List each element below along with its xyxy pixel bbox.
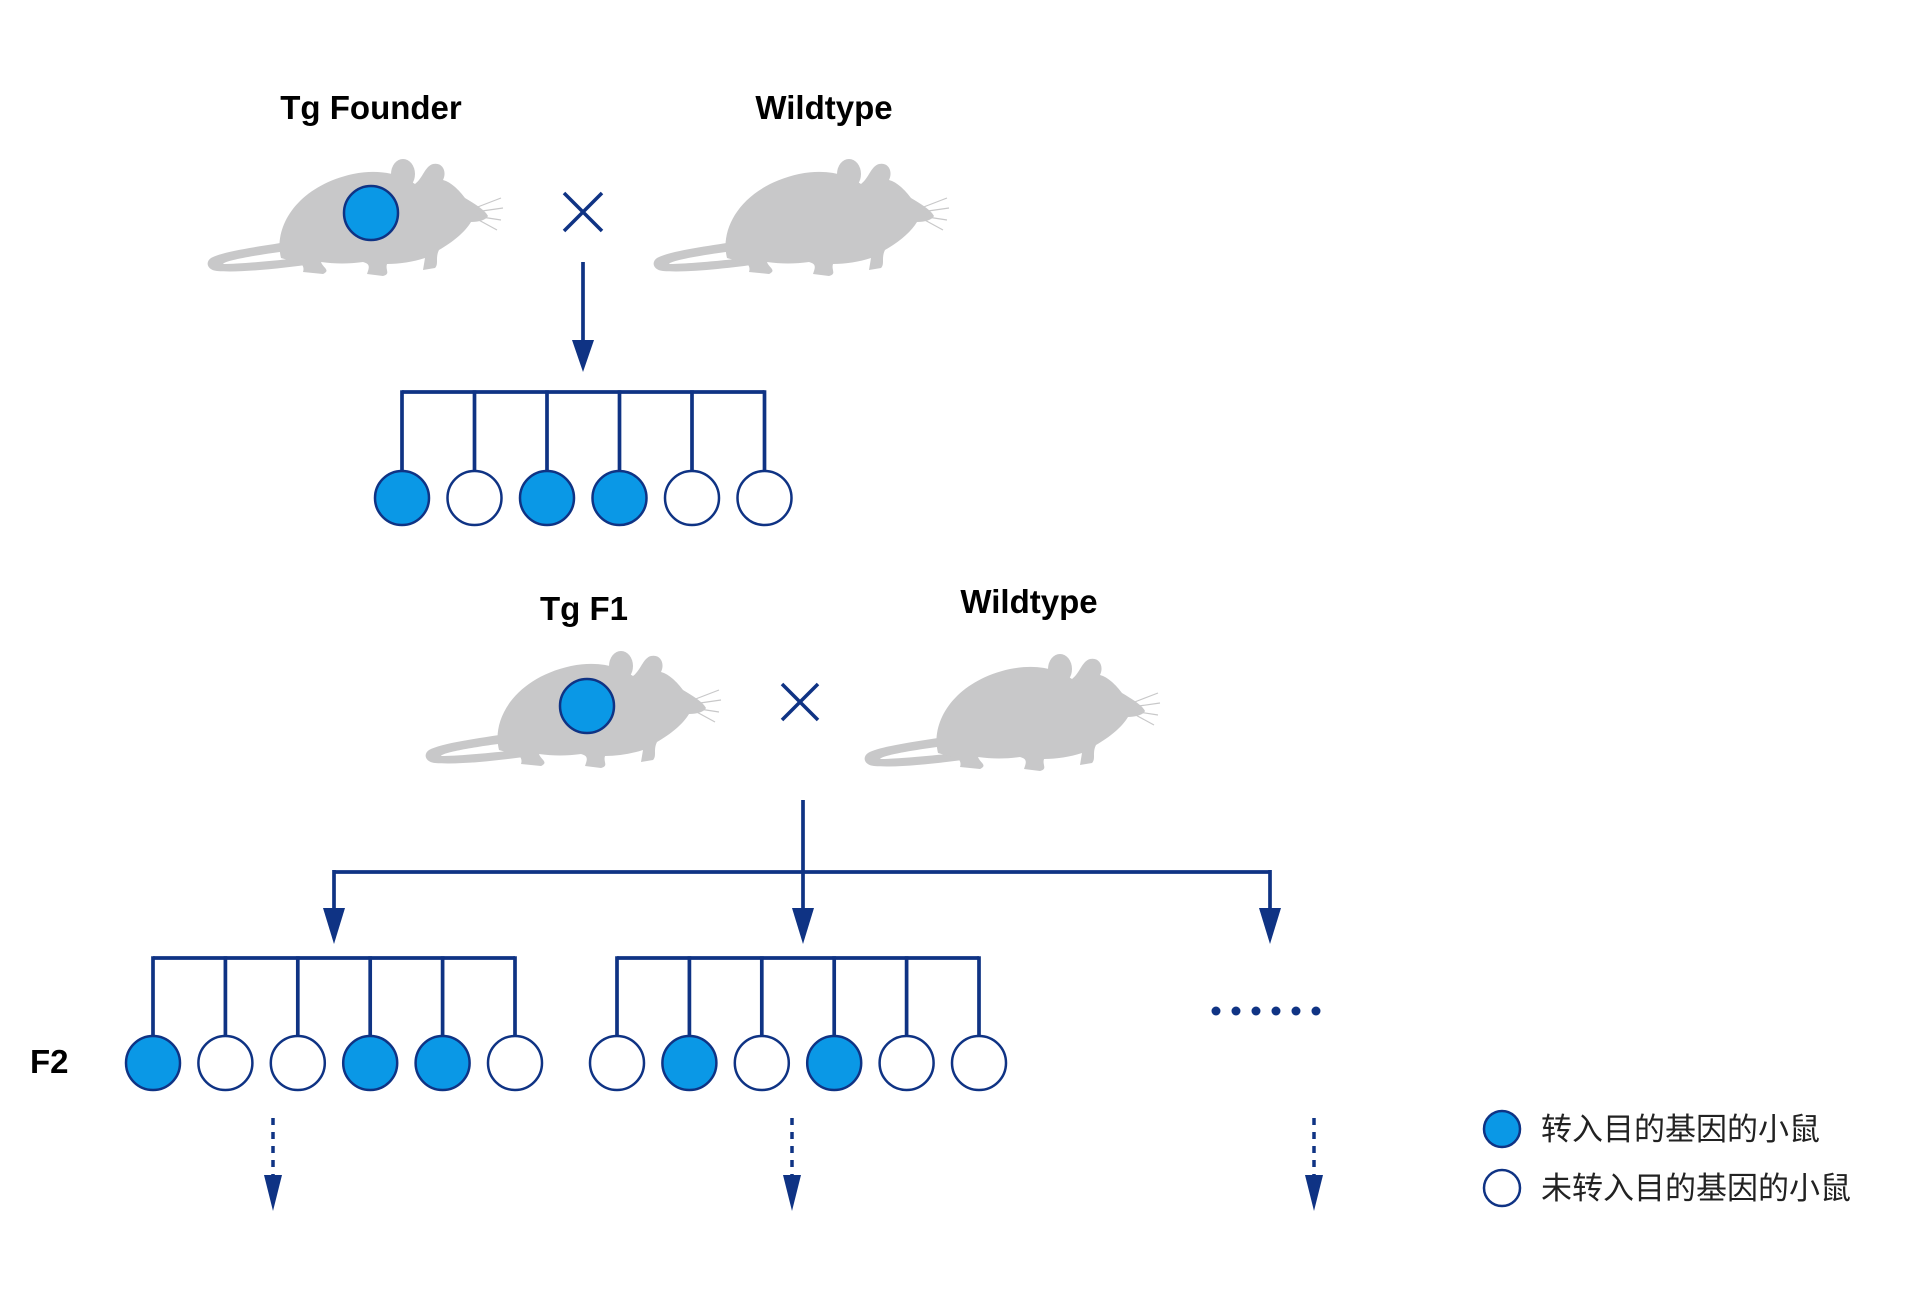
legend-transgenic-swatch xyxy=(1482,1109,1522,1149)
litter-f2-a xyxy=(124,956,544,1092)
offspring-wildtype xyxy=(486,1034,544,1092)
more-litters-ellipsis xyxy=(1211,1006,1321,1016)
offspring-wildtype xyxy=(736,469,793,527)
legend-wildtype-label: 未转入目的基因的小鼠 xyxy=(1541,1171,1851,1207)
f2-branch-lines xyxy=(323,800,1281,944)
offspring-wildtype xyxy=(733,1034,791,1092)
offspring-transgenic xyxy=(591,469,648,527)
cross-icon-2 xyxy=(780,682,820,722)
legend: 转入目的基因的小鼠 未转入目的基因的小鼠 xyxy=(1482,1109,1851,1208)
tg-founder-label: Tg Founder xyxy=(280,89,462,126)
ellipsis-dot xyxy=(1251,1006,1261,1016)
offspring-wildtype xyxy=(269,1034,327,1092)
offspring-wildtype xyxy=(663,469,721,527)
legend-wildtype-swatch xyxy=(1482,1168,1522,1208)
offspring-transgenic xyxy=(373,469,431,527)
tg-f1-label: Tg F1 xyxy=(540,590,628,627)
wildtype-mouse-icon-1 xyxy=(653,158,950,277)
f2-label: F2 xyxy=(30,1043,69,1080)
wildtype-label-1: Wildtype xyxy=(755,89,892,126)
arrowhead-1 xyxy=(572,340,594,372)
litter-f2-b xyxy=(588,956,1008,1092)
offspring-wildtype xyxy=(197,1034,254,1092)
offspring-transgenic xyxy=(124,1034,182,1092)
ellipsis-dot xyxy=(1311,1006,1321,1016)
cross-icon-1 xyxy=(562,191,604,233)
offspring-wildtype xyxy=(878,1034,935,1092)
continuation-arrows xyxy=(264,1118,1323,1211)
ellipsis-dot xyxy=(1271,1006,1281,1016)
litter-g1 xyxy=(373,390,793,527)
wildtype-label-2: Wildtype xyxy=(960,583,1097,620)
transgene-marker-f1 xyxy=(558,677,616,735)
offspring-transgenic xyxy=(805,1034,863,1092)
ellipsis-dot xyxy=(1291,1006,1301,1016)
offspring-wildtype xyxy=(588,1034,646,1092)
ellipsis-dot xyxy=(1231,1006,1241,1016)
transgene-marker-founder xyxy=(342,184,400,242)
offspring-transgenic xyxy=(341,1034,399,1092)
offspring-wildtype xyxy=(446,469,503,527)
offspring-transgenic xyxy=(518,469,576,527)
legend-transgenic-label: 转入目的基因的小鼠 xyxy=(1541,1112,1820,1148)
offspring-transgenic xyxy=(661,1034,718,1092)
offspring-transgenic xyxy=(414,1034,471,1092)
offspring-wildtype xyxy=(950,1034,1008,1092)
wildtype-mouse-icon-2 xyxy=(864,653,1161,772)
ellipsis-dot xyxy=(1211,1006,1221,1016)
